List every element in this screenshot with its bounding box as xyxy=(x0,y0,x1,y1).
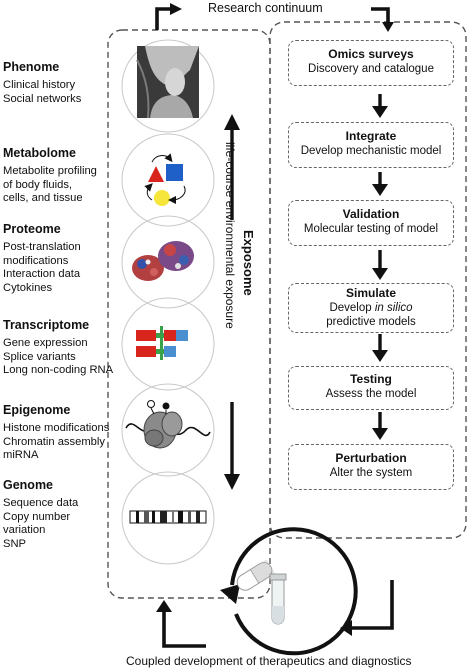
genome-title: Genome xyxy=(3,478,54,492)
step-testing: Testing Assess the model xyxy=(288,366,454,410)
coupled-development-label: Coupled development of therapeutics and … xyxy=(126,654,412,668)
step-arrows xyxy=(372,94,388,440)
step-title: Simulate xyxy=(345,286,396,300)
proteome-title: Proteome xyxy=(3,222,61,236)
genome-details: Sequence data Copy number variation SNP xyxy=(3,497,107,551)
proteome-line: modifications xyxy=(3,254,69,267)
proteome-line: Cytokines xyxy=(3,281,53,294)
epigenome-line: Histone modifications xyxy=(3,422,110,434)
genome-line: variation xyxy=(3,524,46,537)
genome-block: Genome Sequence data Copy number variati… xyxy=(3,478,107,551)
top-left-arrowhead xyxy=(170,3,182,15)
step-title: Validation xyxy=(342,207,400,221)
bottom-flow-arrows xyxy=(162,580,394,648)
step-description-text: Develop xyxy=(329,302,375,314)
step-description: Alter the system xyxy=(329,467,413,479)
step-description-italic: in silico xyxy=(374,302,413,314)
exposome-title: Exposome xyxy=(241,230,256,296)
epigenome-title: Epigenome xyxy=(3,403,71,417)
exposome-subtitle: life-course environmental exposure xyxy=(223,142,237,329)
step-description-2: predictive models xyxy=(326,316,416,328)
step-omics-surveys: Omics surveys Discovery and catalogue xyxy=(288,40,454,86)
step-validation: Validation Molecular testing of model xyxy=(288,200,454,246)
steps-container xyxy=(269,21,467,539)
step-title: Testing xyxy=(350,372,392,386)
knee-xray-icon xyxy=(136,46,199,119)
phenome-title: Phenome xyxy=(3,60,60,74)
metabolome-title: Metabolome xyxy=(3,146,76,160)
step-title: Omics surveys xyxy=(328,47,414,61)
transcriptome-line: Gene expression xyxy=(3,337,88,349)
bottom-left-arrowhead xyxy=(156,600,172,612)
metabolome-line: cells, and tissue xyxy=(3,192,83,205)
step-integrate: Integrate Develop mechanistic model xyxy=(288,122,454,168)
step-description: Molecular testing of model xyxy=(303,223,439,235)
top-right-arrowhead xyxy=(382,22,394,32)
step-title: Integrate xyxy=(345,129,397,143)
transcriptome-line: Splice variants xyxy=(3,350,76,363)
metabolome-block: Metabolome Metabolite profiling of body … xyxy=(3,146,107,206)
proteome-line: Interaction data xyxy=(3,268,81,281)
epigenome-block: Epigenome Histone modifications Chromati… xyxy=(3,403,113,463)
phenome-line: Clinical history xyxy=(3,79,76,91)
nucleosome-icon xyxy=(125,400,211,449)
epigenome-line: miRNA xyxy=(3,449,39,462)
transcriptome-block: Transcriptome Gene expression Splice var… xyxy=(3,318,114,378)
step-description: Develop in silico xyxy=(289,301,453,315)
pill-icon xyxy=(236,559,275,591)
cycle-arrow xyxy=(230,527,358,656)
metabolite-shapes-icon xyxy=(144,153,186,206)
step-description: Discovery and catalogue xyxy=(308,63,434,75)
metabolome-details: Metabolite profiling of body fluids, cel… xyxy=(3,165,107,206)
protein-structure-icon xyxy=(132,241,194,281)
step-title: Perturbation xyxy=(335,451,407,465)
genome-line: Copy number xyxy=(3,510,71,523)
cycle-arrowhead xyxy=(220,584,240,604)
phenome-block: Phenome Clinical history Social networks xyxy=(3,60,105,106)
proteome-details: Post-translation modifications Interacti… xyxy=(3,241,107,295)
metabolome-line: of body fluids, xyxy=(3,178,73,191)
step-simulate: Simulate Develop in silico predictive mo… xyxy=(288,283,454,333)
epigenome-details: Histone modifications Chromatin assembly… xyxy=(3,422,113,463)
test-tube-icon xyxy=(269,573,287,625)
exposome-arrow xyxy=(224,114,240,490)
epigenome-line: Chromatin assembly xyxy=(3,435,105,448)
research-continuum-label: Research continuum xyxy=(208,1,323,15)
phenome-details: Clinical history Social networks xyxy=(3,79,105,106)
step-description: Develop mechanistic model xyxy=(300,145,442,157)
transcriptome-title: Transcriptome xyxy=(3,318,90,332)
step-perturbation: Perturbation Alter the system xyxy=(288,444,454,490)
research-continuum-arrows xyxy=(155,7,390,30)
transcriptome-line: Long non-coding RNA xyxy=(3,364,114,377)
step-description: Assess the model xyxy=(325,388,417,400)
proteome-line: Post-translation xyxy=(3,241,81,253)
genome-line: Sequence data xyxy=(3,497,79,509)
proteome-block: Proteome Post-translation modifications … xyxy=(3,222,107,295)
omes-container xyxy=(107,29,271,599)
transcript-bars-icon xyxy=(136,326,188,360)
chromosome-icon xyxy=(129,510,207,524)
ome-circles xyxy=(121,39,215,565)
phenome-line: Social networks xyxy=(3,92,82,105)
transcriptome-details: Gene expression Splice variants Long non… xyxy=(3,337,114,378)
genome-line: SNP xyxy=(3,537,27,550)
metabolome-line: Metabolite profiling xyxy=(3,165,97,177)
